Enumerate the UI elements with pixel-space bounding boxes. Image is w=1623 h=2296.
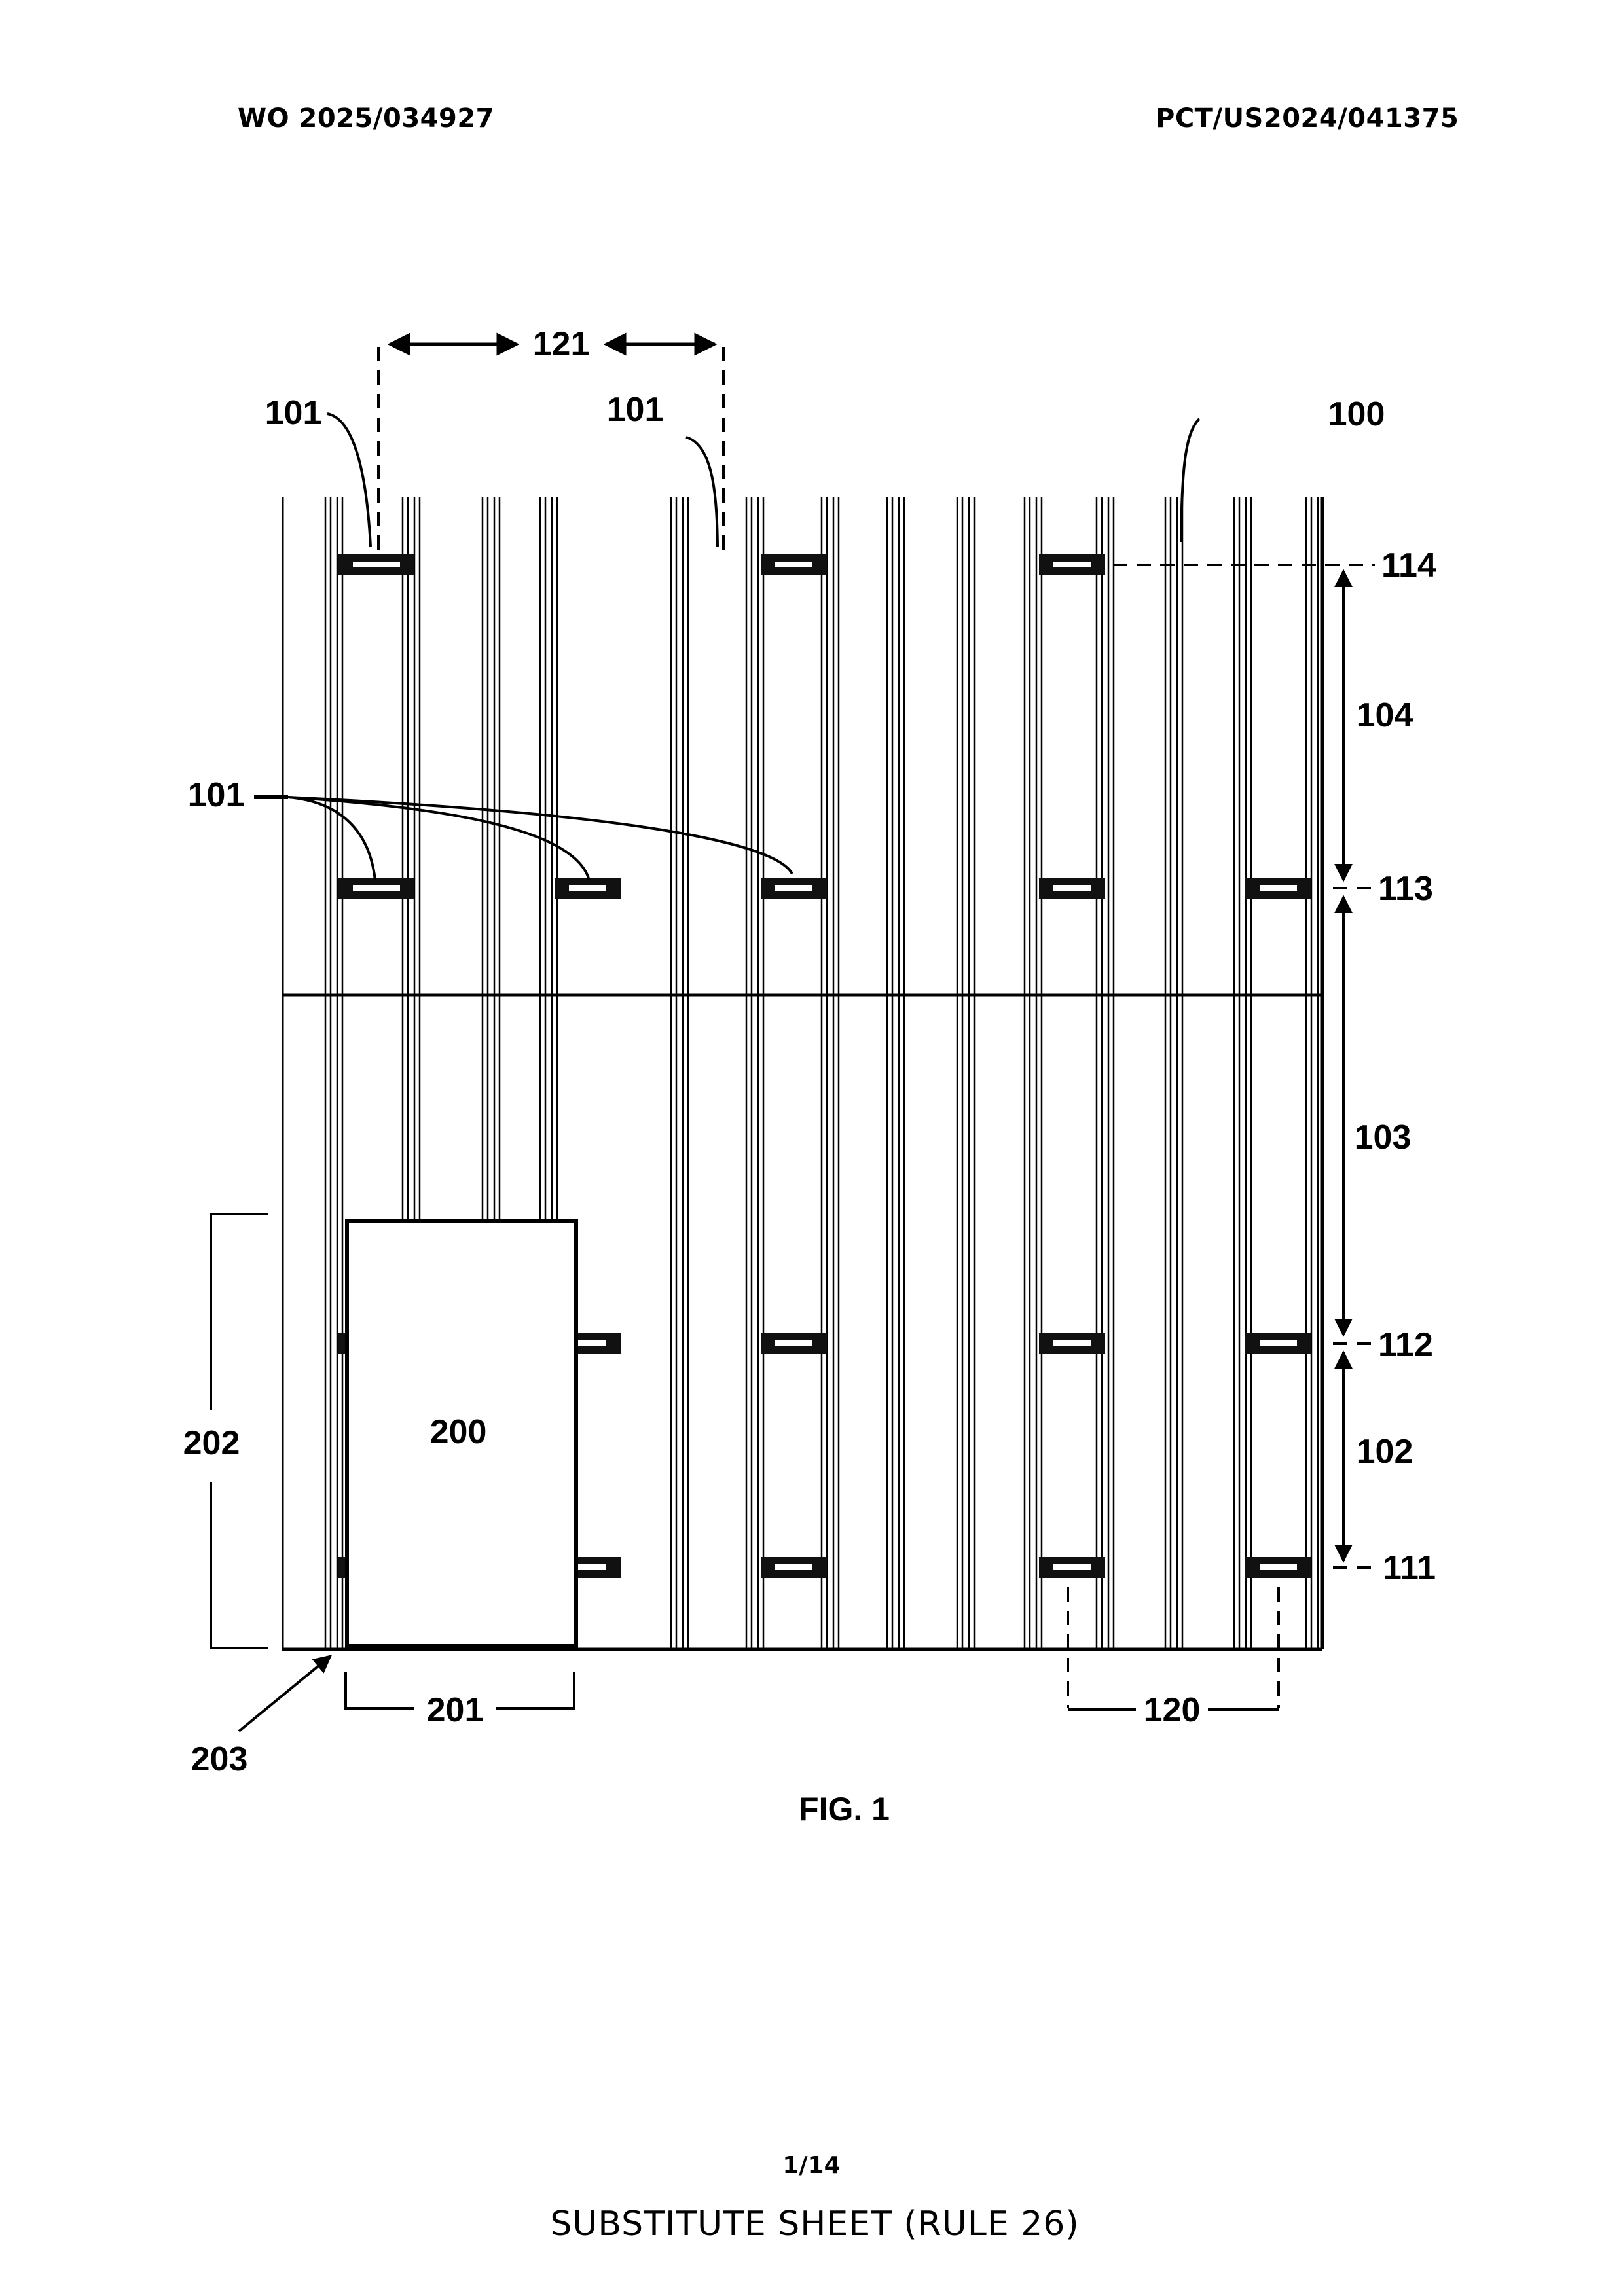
connector-101 — [761, 1333, 827, 1354]
page-number: 1/14 — [782, 2152, 841, 2179]
connector-101 — [1245, 1557, 1311, 1578]
label-203: 203 — [191, 1740, 248, 1778]
label-202: 202 — [183, 1424, 240, 1462]
connector-101 — [761, 1557, 827, 1578]
leader-101-multi-b — [287, 796, 591, 881]
connector-101 — [1245, 878, 1311, 899]
connector-101 — [338, 554, 414, 575]
connector-slot — [1260, 1340, 1297, 1346]
connector-slot — [1053, 885, 1091, 891]
connector-slot — [1260, 1564, 1297, 1570]
leader-101-top-mid — [685, 436, 719, 547]
label-120: 120 — [1144, 1691, 1201, 1729]
leader-101-multi-a — [287, 796, 376, 881]
label-101-top-mid: 101 — [607, 391, 664, 429]
dim-201-bracket-right — [496, 1672, 575, 1710]
dim-202-bracket-bottom — [210, 1482, 268, 1649]
leader-100 — [1180, 418, 1201, 543]
connector-101 — [1039, 1557, 1105, 1578]
connector-slot — [353, 885, 400, 891]
label-113: 113 — [1378, 870, 1433, 908]
connector-slot — [569, 1564, 606, 1570]
leader-203-arrow — [238, 1655, 333, 1732]
connector-slot — [569, 885, 606, 891]
label-103: 103 — [1355, 1119, 1412, 1157]
leader-101-multi-c — [287, 796, 793, 874]
connector-101 — [1039, 878, 1105, 899]
connector-101 — [1245, 1333, 1311, 1354]
connector-101 — [1039, 554, 1105, 575]
dim-202-bracket-top — [210, 1213, 268, 1410]
connector-101 — [555, 878, 621, 899]
label-104: 104 — [1357, 696, 1413, 734]
label-200: 200 — [430, 1413, 487, 1451]
connector-101 — [761, 878, 827, 899]
connector-slot — [569, 1340, 606, 1346]
connector-101 — [761, 554, 827, 575]
publication-number: WO 2025/034927 — [238, 103, 494, 134]
dim-201-bracket-left — [344, 1672, 414, 1710]
label-111: 111 — [1383, 1549, 1436, 1587]
label-100: 100 — [1328, 395, 1385, 433]
connector-slot — [1053, 562, 1091, 567]
label-101-top-left: 101 — [265, 394, 322, 432]
connector-slot — [775, 1340, 812, 1346]
substitute-sheet-note: SUBSTITUTE SHEET (RULE 26) — [550, 2204, 1080, 2244]
connector-slot — [775, 885, 812, 891]
figure-caption: FIG. 1 — [799, 1791, 890, 1827]
leader-101-top-left — [327, 412, 372, 547]
connector-101 — [1039, 1333, 1105, 1354]
application-number: PCT/US2024/041375 — [1156, 103, 1459, 134]
label-201: 201 — [427, 1691, 484, 1729]
connector-slot — [775, 1564, 812, 1570]
label-121: 121 — [533, 325, 590, 363]
connector-slot — [1053, 1340, 1091, 1346]
connector-slot — [1053, 1564, 1091, 1570]
label-112: 112 — [1378, 1326, 1433, 1364]
connector-slot — [1260, 885, 1297, 891]
connector-slot — [775, 562, 812, 567]
connector-101 — [338, 878, 414, 899]
label-102: 102 — [1357, 1433, 1413, 1471]
label-101-multi: 101 — [188, 776, 245, 814]
connector-slot — [353, 562, 400, 567]
panel-200 — [345, 1219, 578, 1648]
label-114: 114 — [1381, 547, 1436, 584]
